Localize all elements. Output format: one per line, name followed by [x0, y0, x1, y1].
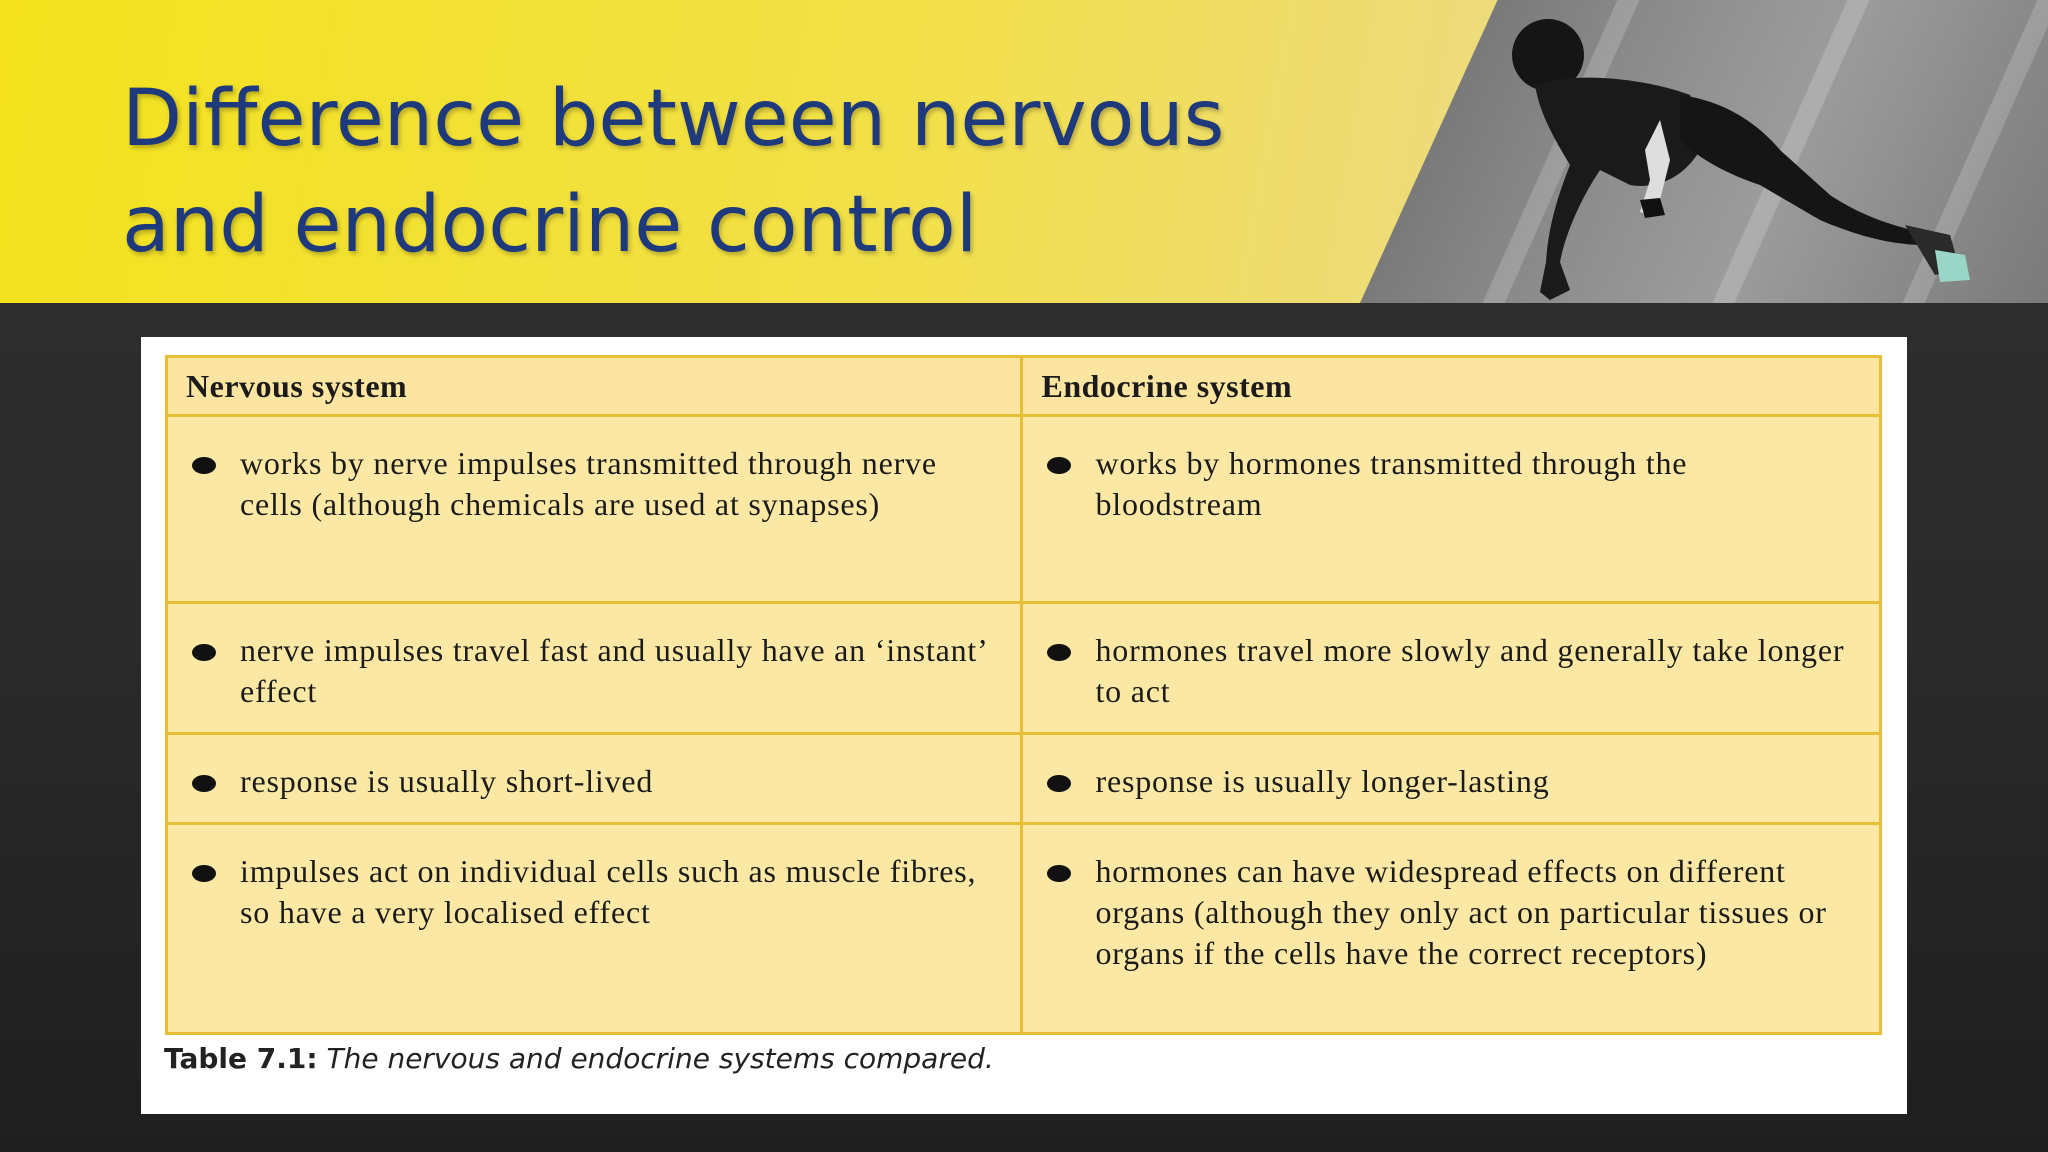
title-banner: Difference between nervous and endocrine… [0, 0, 2048, 303]
caption-text: The nervous and endocrine systems compar… [326, 1042, 994, 1075]
caption-label: Table 7.1: [164, 1042, 318, 1075]
bullet-icon [192, 457, 216, 474]
cell-text: impulses act on individual cells such as… [240, 853, 977, 930]
table-cell: hormones can have widespread effects on … [1020, 822, 1882, 1035]
bullet-icon [1047, 644, 1072, 661]
table-cell: hormones travel more slowly and generall… [1020, 601, 1882, 735]
table-row: works by nerve impulses transmitted thro… [164, 414, 1882, 604]
exercise-photo [1360, 0, 2048, 303]
table-cell: response is usually short-lived [164, 732, 1024, 825]
table-header-row: Nervous system Endocrine system [164, 355, 1882, 417]
bullet-icon [192, 775, 216, 792]
cell-text: response is usually short-lived [240, 763, 654, 799]
cell-text: nerve impulses travel fast and usually h… [240, 632, 987, 709]
cell-text: hormones travel more slowly and generall… [1095, 632, 1845, 709]
table-row: impulses act on individual cells such as… [164, 822, 1882, 1035]
table-cell: nerve impulses travel fast and usually h… [164, 601, 1024, 735]
table-cell: impulses act on individual cells such as… [164, 822, 1024, 1035]
bullet-icon [1047, 457, 1072, 474]
person-doing-pushup-silhouette [1512, 19, 1970, 300]
cell-text: works by hormones transmitted through th… [1095, 445, 1688, 522]
bullet-icon [192, 644, 216, 661]
bullet-icon [192, 865, 216, 882]
table-cell: response is usually longer-lasting [1020, 732, 1882, 825]
table-caption: Table 7.1: The nervous and endocrine sys… [164, 1042, 994, 1075]
slide-title: Difference between nervous and endocrine… [122, 74, 1225, 270]
header-endocrine-system: Endocrine system [1020, 355, 1882, 417]
cell-text: works by nerve impulses transmitted thro… [240, 445, 937, 522]
bullet-icon [1047, 865, 1072, 882]
table-row: response is usually short-lived response… [164, 732, 1882, 825]
comparison-table: Nervous system Endocrine system works by… [164, 355, 1882, 1035]
table-cell: works by nerve impulses transmitted thro… [164, 414, 1024, 604]
bullet-icon [1047, 775, 1072, 792]
table-row: nerve impulses travel fast and usually h… [164, 601, 1882, 735]
cell-text: hormones can have widespread effects on … [1095, 853, 1827, 971]
cell-text: response is usually longer-lasting [1095, 763, 1550, 799]
header-nervous-system: Nervous system [164, 355, 1024, 417]
table-cell: works by hormones transmitted through th… [1020, 414, 1882, 604]
